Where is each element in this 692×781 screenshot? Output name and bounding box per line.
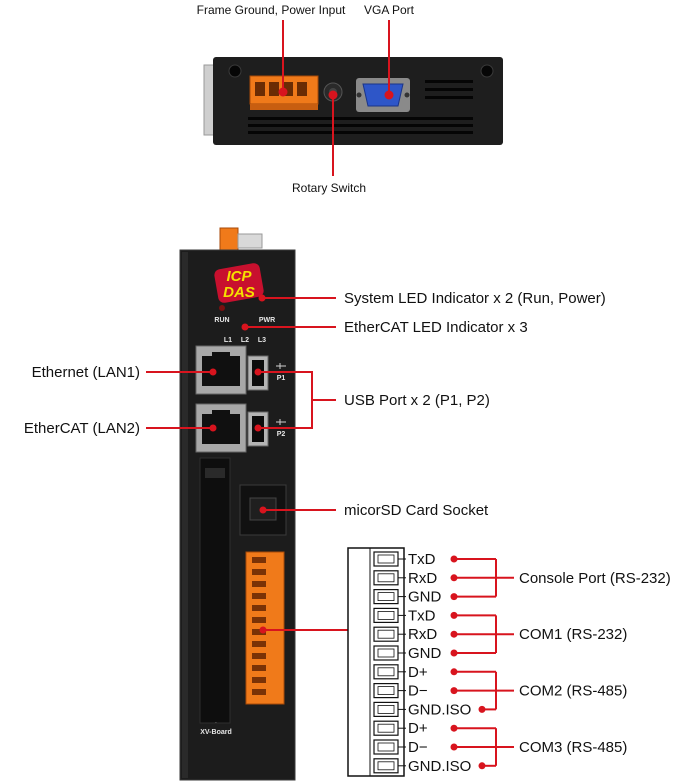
terminal-label: D− xyxy=(408,739,428,756)
terminal-screw-inner xyxy=(377,592,395,601)
terminal-screw-inner xyxy=(377,554,395,564)
terminal-label: D+ xyxy=(408,664,428,681)
l1-text: L1 xyxy=(224,337,232,344)
lan2-port xyxy=(195,403,247,453)
frame-ground-label: Frame Ground, Power Input xyxy=(197,3,346,17)
group-label: COM3 (RS-485) xyxy=(519,739,627,756)
terminal-screw-inner xyxy=(377,723,395,733)
terminal-screw-inner xyxy=(377,629,395,639)
terminal-label: GND xyxy=(408,589,442,606)
group-label: COM2 (RS-485) xyxy=(519,683,627,700)
group-label: Console Port (RS-232) xyxy=(519,570,671,587)
logo-text-top: ICP xyxy=(226,268,252,285)
logo-text-bottom: DAS xyxy=(223,284,255,301)
terminal-enlarged xyxy=(347,547,406,777)
icpdas-logo: ICP DAS xyxy=(214,263,264,303)
vga-connector xyxy=(356,78,410,112)
vga-port-label: VGA Port xyxy=(364,3,415,17)
terminal-screw-inner xyxy=(377,667,395,677)
terminal-boxes xyxy=(373,551,406,774)
ethercat-led-label: EtherCAT LED Indicator x 3 xyxy=(344,319,528,336)
terminal-screw-inner xyxy=(377,611,395,620)
top-callouts xyxy=(278,20,394,176)
lan1-port xyxy=(195,345,247,395)
terminal-label: TxD xyxy=(408,551,436,568)
run-led xyxy=(219,305,225,311)
terminal-label: D+ xyxy=(408,720,428,737)
pwr-text: PWR xyxy=(259,317,275,324)
terminal-screw-inner xyxy=(377,686,395,695)
microsd-label: micorSD Card Socket xyxy=(344,502,489,519)
expansion-slot-frame xyxy=(199,457,231,724)
run-text: RUN xyxy=(214,317,229,324)
board-mark: · xyxy=(215,720,217,726)
terminal-screw-inner xyxy=(377,742,395,752)
p2-text: P2 xyxy=(277,431,286,438)
top-vent-grille xyxy=(248,80,473,134)
terminal-label: GND.ISO xyxy=(408,701,471,718)
terminal-label: D− xyxy=(408,683,428,700)
terminal-label: GND.ISO xyxy=(408,758,471,775)
terminal-label: RxD xyxy=(408,570,437,587)
terminal-screw-inner xyxy=(377,705,395,714)
p1-text: P1 xyxy=(277,375,286,382)
terminal-groups: Console Port (RS-232) COM1 (RS-232) COM2 (… xyxy=(450,555,671,770)
ethercat-label: EtherCAT (LAN2) xyxy=(24,420,140,437)
top-stub-latch xyxy=(237,233,263,249)
l2-text: L2 xyxy=(241,337,249,344)
rotary-switch-label: Rotary Switch xyxy=(292,181,366,195)
front-callouts xyxy=(146,297,348,631)
mount-hole-left xyxy=(228,64,242,78)
front-view: ICP DAS RUN PWR L1 L2 L3 xyxy=(179,227,296,781)
usb-icon xyxy=(276,363,286,425)
top-view xyxy=(203,57,503,145)
system-led-label: System LED Indicator x 2 (Run, Power) xyxy=(344,290,606,307)
mount-hole-right xyxy=(480,64,494,78)
xv-board-text: XV-Board xyxy=(200,729,232,736)
l3-text: L3 xyxy=(258,337,266,344)
usb-port-label: USB Port x 2 (P1, P2) xyxy=(344,392,490,409)
terminal-screw-inner xyxy=(377,648,395,658)
group-label: COM1 (RS-232) xyxy=(519,626,627,643)
terminal-screw-inner xyxy=(377,573,395,583)
terminal-label: RxD xyxy=(408,626,437,643)
terminal-label: GND xyxy=(408,645,442,662)
ethernet-label: Ethernet (LAN1) xyxy=(32,364,140,381)
front-callout-dots xyxy=(209,294,267,634)
terminal-screw-inner xyxy=(377,761,395,771)
terminal-label: TxD xyxy=(408,607,436,624)
top-stub-connector xyxy=(219,227,239,251)
